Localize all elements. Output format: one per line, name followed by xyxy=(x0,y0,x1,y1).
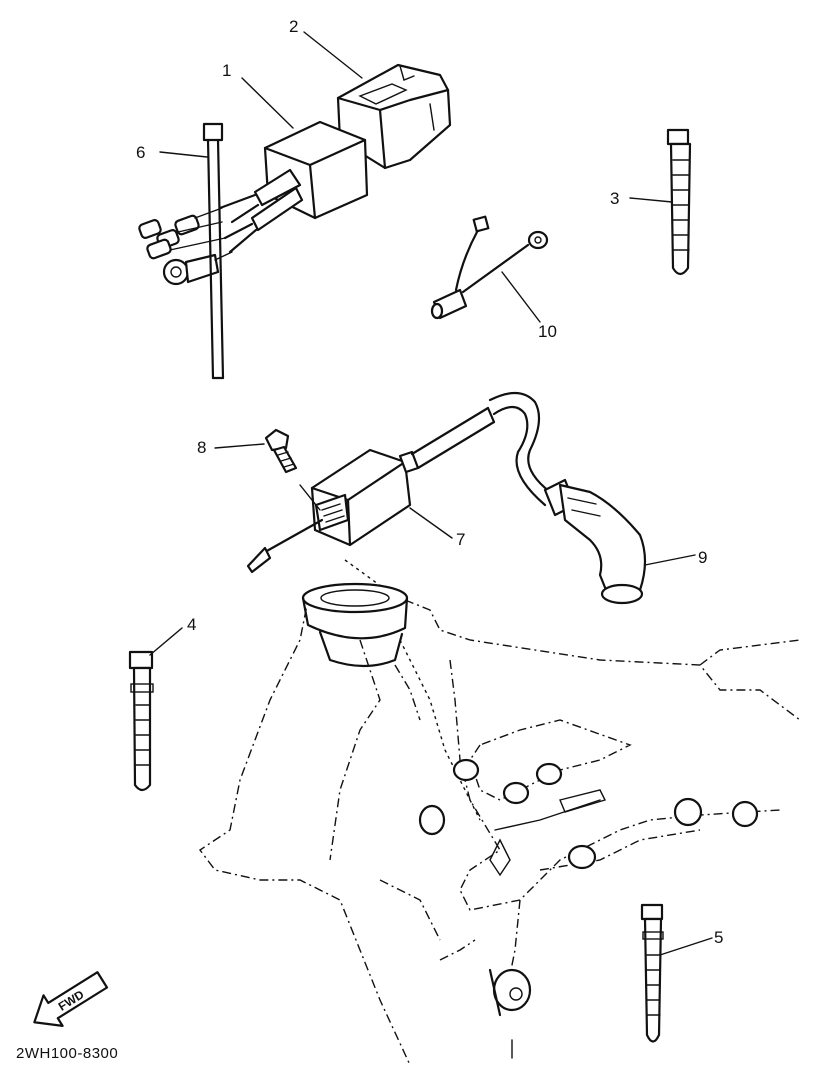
part-7-ignition-coil xyxy=(246,406,496,574)
part-5-cable-tie xyxy=(640,903,664,1043)
callout-labels: 1 2 3 4 5 6 7 8 9 10 xyxy=(136,17,723,947)
part-8-screw xyxy=(264,428,298,474)
forward-arrow-icon: FWD xyxy=(33,971,109,1027)
callout-1: 1 xyxy=(222,61,231,80)
steering-head-tube xyxy=(301,582,409,668)
part-6-cable-tie xyxy=(202,122,225,380)
callout-6: 6 xyxy=(136,143,145,162)
part-1-cdi-unit xyxy=(138,120,369,286)
part-3-cable-tie xyxy=(666,128,692,276)
callout-5: 5 xyxy=(714,928,723,947)
part-10-lead-wire xyxy=(430,215,549,320)
callout-7: 7 xyxy=(456,530,465,549)
callout-3: 3 xyxy=(610,189,619,208)
callout-4: 4 xyxy=(187,615,196,634)
callout-8: 8 xyxy=(197,438,206,457)
mount-bosses xyxy=(418,758,759,1059)
part-9-plug-cap xyxy=(488,391,647,605)
part-code: 2WH100-8300 xyxy=(16,1045,118,1062)
callout-9: 9 xyxy=(698,548,707,567)
leader-lines xyxy=(149,31,713,956)
callout-2: 2 xyxy=(289,17,298,36)
callout-10: 10 xyxy=(538,322,557,341)
part-4-cable-tie xyxy=(128,650,154,792)
